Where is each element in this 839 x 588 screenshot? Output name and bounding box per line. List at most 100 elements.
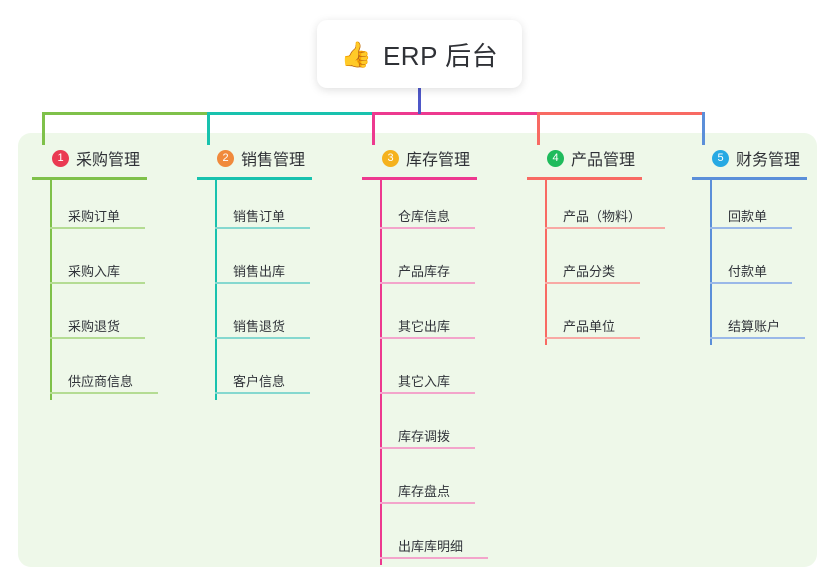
- branch-item-rule: [380, 502, 475, 504]
- branch-title: 库存管理: [406, 152, 471, 169]
- branch-item-rule: [215, 282, 310, 284]
- branch-trunk-line: [50, 180, 52, 400]
- branch-item-label: 产品库存: [398, 264, 451, 279]
- branch-item-rule: [50, 282, 145, 284]
- branch-item[interactable]: 销售退货: [215, 290, 312, 345]
- branch-item-label: 采购入库: [68, 264, 121, 279]
- branch-item[interactable]: 结算账户: [710, 290, 807, 345]
- branch-index-badge: 4: [547, 149, 564, 167]
- branch-item-rule: [380, 392, 475, 394]
- branch-item-label: 产品（物料）: [563, 209, 642, 224]
- root-node-card[interactable]: 👍 ERP 后台: [317, 20, 522, 88]
- branch-item-label: 出库库明细: [398, 539, 464, 554]
- branch-item-list: 采购订单采购入库采购退货供应商信息: [32, 180, 158, 400]
- branch-header-1[interactable]: 1 采购管理: [32, 145, 147, 171]
- branch-item-list: 销售订单销售出库销售退货客户信息: [197, 180, 312, 400]
- branch-item[interactable]: 产品单位: [545, 290, 642, 345]
- connector-drop-5: [702, 112, 705, 145]
- branch-item-label: 其它入库: [398, 374, 451, 389]
- branch-title: 财务管理: [736, 152, 801, 169]
- branch-item[interactable]: 其它出库: [380, 290, 477, 345]
- branch-header-rule: [692, 177, 807, 180]
- branch-item-rule: [545, 227, 665, 229]
- branch-index-badge: 1: [52, 149, 69, 167]
- branch-item-label: 销售退货: [233, 319, 286, 334]
- branch-item-rule: [380, 282, 475, 284]
- branch-item-label: 销售出库: [233, 264, 286, 279]
- branch-item[interactable]: 销售出库: [215, 235, 312, 290]
- branch-title: 销售管理: [241, 152, 306, 169]
- branch-item[interactable]: 回款单: [710, 180, 807, 235]
- branch-column-1: 1 采购管理采购订单采购入库采购退货供应商信息: [32, 145, 158, 400]
- branch-item[interactable]: 采购入库: [50, 235, 147, 290]
- branch-item-rule: [710, 227, 792, 229]
- branch-header-5[interactable]: 5 财务管理: [692, 145, 807, 171]
- branch-item[interactable]: 出库库明细: [380, 510, 488, 565]
- branch-column-3: 3 库存管理仓库信息产品库存其它出库其它入库库存调拨库存盘点出库库明细: [362, 145, 488, 565]
- branch-item-rule: [545, 337, 640, 339]
- branch-item-list: 仓库信息产品库存其它出库其它入库库存调拨库存盘点出库库明细: [362, 180, 488, 565]
- root-trunk-connector: [418, 88, 421, 114]
- connector-drop-2: [207, 112, 210, 145]
- branch-item-rule: [545, 282, 640, 284]
- branch-item-label: 产品分类: [563, 264, 616, 279]
- thumbs-up-icon: 👍: [340, 39, 372, 69]
- branch-item[interactable]: 库存调拨: [380, 400, 477, 455]
- branch-item-rule: [380, 227, 475, 229]
- branch-header-3[interactable]: 3 库存管理: [362, 145, 477, 171]
- branch-item-rule: [215, 392, 310, 394]
- branch-trunk-line: [380, 180, 382, 565]
- branch-item-label: 结算账户: [728, 319, 781, 334]
- branch-trunk-line: [545, 180, 547, 345]
- branch-column-4: 4 产品管理产品（物料） 产品分类产品单位: [527, 145, 665, 345]
- connector-bus-segment: [207, 112, 372, 115]
- branch-item-rule: [710, 337, 805, 339]
- connector-drop-4: [537, 112, 540, 145]
- branch-item[interactable]: 供应商信息: [50, 345, 158, 400]
- connector-drop-1: [42, 112, 45, 145]
- branch-item-label: 产品单位: [563, 319, 616, 334]
- root-node-title: ERP 后台: [382, 40, 499, 71]
- branch-item-rule: [380, 557, 488, 559]
- branch-item-label: 其它出库: [398, 319, 451, 334]
- branch-item[interactable]: 产品分类: [545, 235, 642, 290]
- branch-trunk-line: [710, 180, 712, 345]
- branch-column-5: 5 财务管理回款单付款单结算账户: [692, 145, 807, 345]
- branch-item-label: 回款单: [728, 209, 768, 224]
- branch-index-badge: 5: [712, 149, 729, 167]
- branch-item[interactable]: 产品（物料）: [545, 180, 665, 235]
- branch-item-label: 仓库信息: [398, 209, 451, 224]
- branch-item-label: 供应商信息: [68, 374, 134, 389]
- branch-item[interactable]: 采购退货: [50, 290, 147, 345]
- branch-header-rule: [32, 177, 147, 180]
- branch-item[interactable]: 付款单: [710, 235, 807, 290]
- branch-item[interactable]: 仓库信息: [380, 180, 477, 235]
- branch-item-label: 采购退货: [68, 319, 121, 334]
- branch-header-rule: [197, 177, 312, 180]
- branch-item[interactable]: 采购订单: [50, 180, 147, 235]
- branch-item[interactable]: 库存盘点: [380, 455, 477, 510]
- branch-item-rule: [50, 227, 145, 229]
- branch-title: 产品管理: [571, 152, 636, 169]
- branch-item-label: 客户信息: [233, 374, 286, 389]
- branch-item-rule: [380, 337, 475, 339]
- branch-item[interactable]: 客户信息: [215, 345, 312, 400]
- branch-item[interactable]: 产品库存: [380, 235, 477, 290]
- branch-item-rule: [215, 227, 310, 229]
- branch-item-label: 付款单: [728, 264, 768, 279]
- branch-item-label: 库存盘点: [398, 484, 451, 499]
- branch-header-rule: [527, 177, 642, 180]
- branch-title: 采购管理: [76, 152, 141, 169]
- branch-item-rule: [50, 392, 158, 394]
- branch-item-rule: [215, 337, 310, 339]
- branch-index-badge: 3: [382, 149, 399, 167]
- connector-bus-segment: [537, 112, 702, 115]
- branch-item-list: 回款单付款单结算账户: [692, 180, 807, 345]
- branch-item-label: 库存调拨: [398, 429, 451, 444]
- branch-header-4[interactable]: 4 产品管理: [527, 145, 642, 171]
- branch-item[interactable]: 销售订单: [215, 180, 312, 235]
- branch-item[interactable]: 其它入库: [380, 345, 477, 400]
